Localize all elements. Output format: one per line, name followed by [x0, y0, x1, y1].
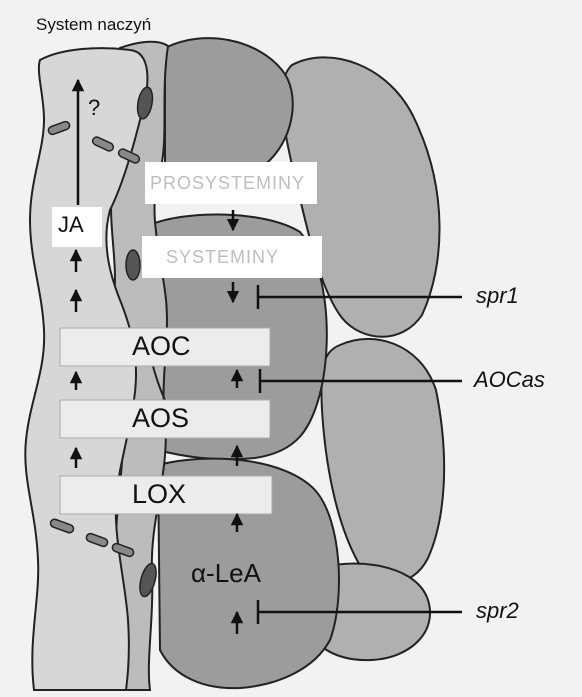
aocas-label: AOCas [474, 369, 545, 391]
diagram-title: System naczyń [36, 16, 151, 33]
spr1-label: spr1 [476, 285, 519, 307]
ja-label: JA [58, 214, 84, 236]
prosystemin-label: PROSYSTEMINY [150, 174, 305, 192]
aoc-label: AOC [132, 333, 191, 360]
systemin-label: SYSTEMINY [166, 248, 279, 266]
parenchyma-cell-middle [321, 339, 444, 582]
spr2-label: spr2 [476, 600, 519, 622]
plastid-2 [126, 250, 140, 280]
question-mark-label: ? [88, 97, 100, 119]
linolenic-acid-label: α-LeA [191, 560, 261, 586]
aos-label: AOS [132, 405, 189, 432]
lox-label: LOX [132, 481, 186, 508]
